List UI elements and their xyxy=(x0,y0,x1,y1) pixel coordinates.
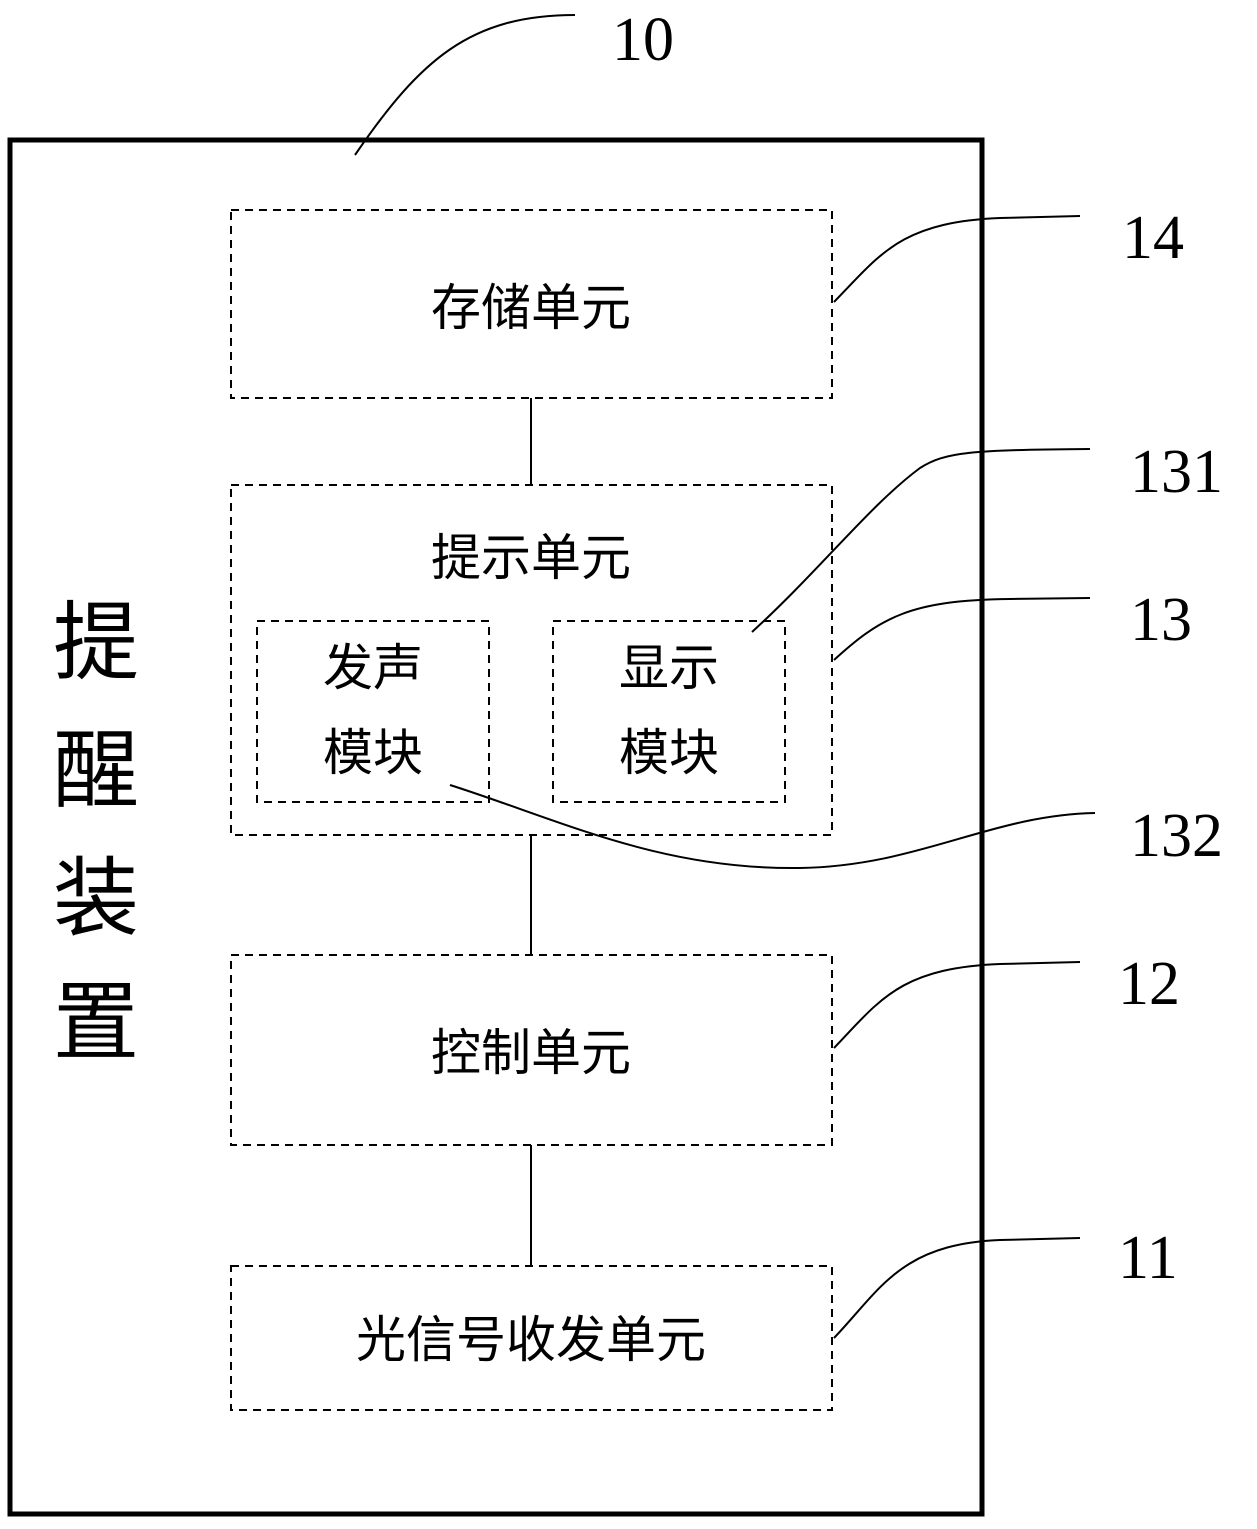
prompt-unit-label: 提示单元 xyxy=(431,529,631,587)
sound-module-leader-line xyxy=(450,785,1095,868)
control-unit-leader-line xyxy=(834,962,1080,1048)
display-module-label-line2: 模块 xyxy=(619,724,719,782)
sound-module-label-line2: 模块 xyxy=(323,724,423,782)
optical-transceiver-unit-leader-line xyxy=(834,1238,1080,1338)
device-leader-line xyxy=(355,15,575,155)
prompt-unit-leader-line xyxy=(834,598,1090,660)
display-module-label-line1: 显示 xyxy=(619,639,719,697)
storage-unit-leader-line xyxy=(834,216,1080,302)
control-unit-label: 控制单元 xyxy=(431,1024,631,1082)
device-label-char-3: 装 xyxy=(53,849,139,949)
device-ref-number: 10 xyxy=(612,6,674,74)
storage-unit-ref-number: 14 xyxy=(1122,204,1184,272)
device-label-char-2: 醒 xyxy=(53,721,139,821)
device-label-char-4: 置 xyxy=(53,973,139,1073)
optical-transceiver-unit-ref-number: 11 xyxy=(1118,1224,1178,1292)
device-label-char-1: 提 xyxy=(53,593,139,693)
sound-module-label-line1: 发声 xyxy=(323,639,423,697)
device-outer-box xyxy=(10,140,982,1514)
storage-unit-label: 存储单元 xyxy=(431,279,631,337)
display-module-leader-line xyxy=(752,449,1090,632)
sound-module-ref-number: 132 xyxy=(1130,802,1223,870)
prompt-unit-ref-number: 13 xyxy=(1130,586,1192,654)
optical-transceiver-unit-label: 光信号收发单元 xyxy=(356,1311,706,1369)
control-unit-ref-number: 12 xyxy=(1118,950,1180,1018)
display-module-ref-number: 131 xyxy=(1130,438,1223,506)
